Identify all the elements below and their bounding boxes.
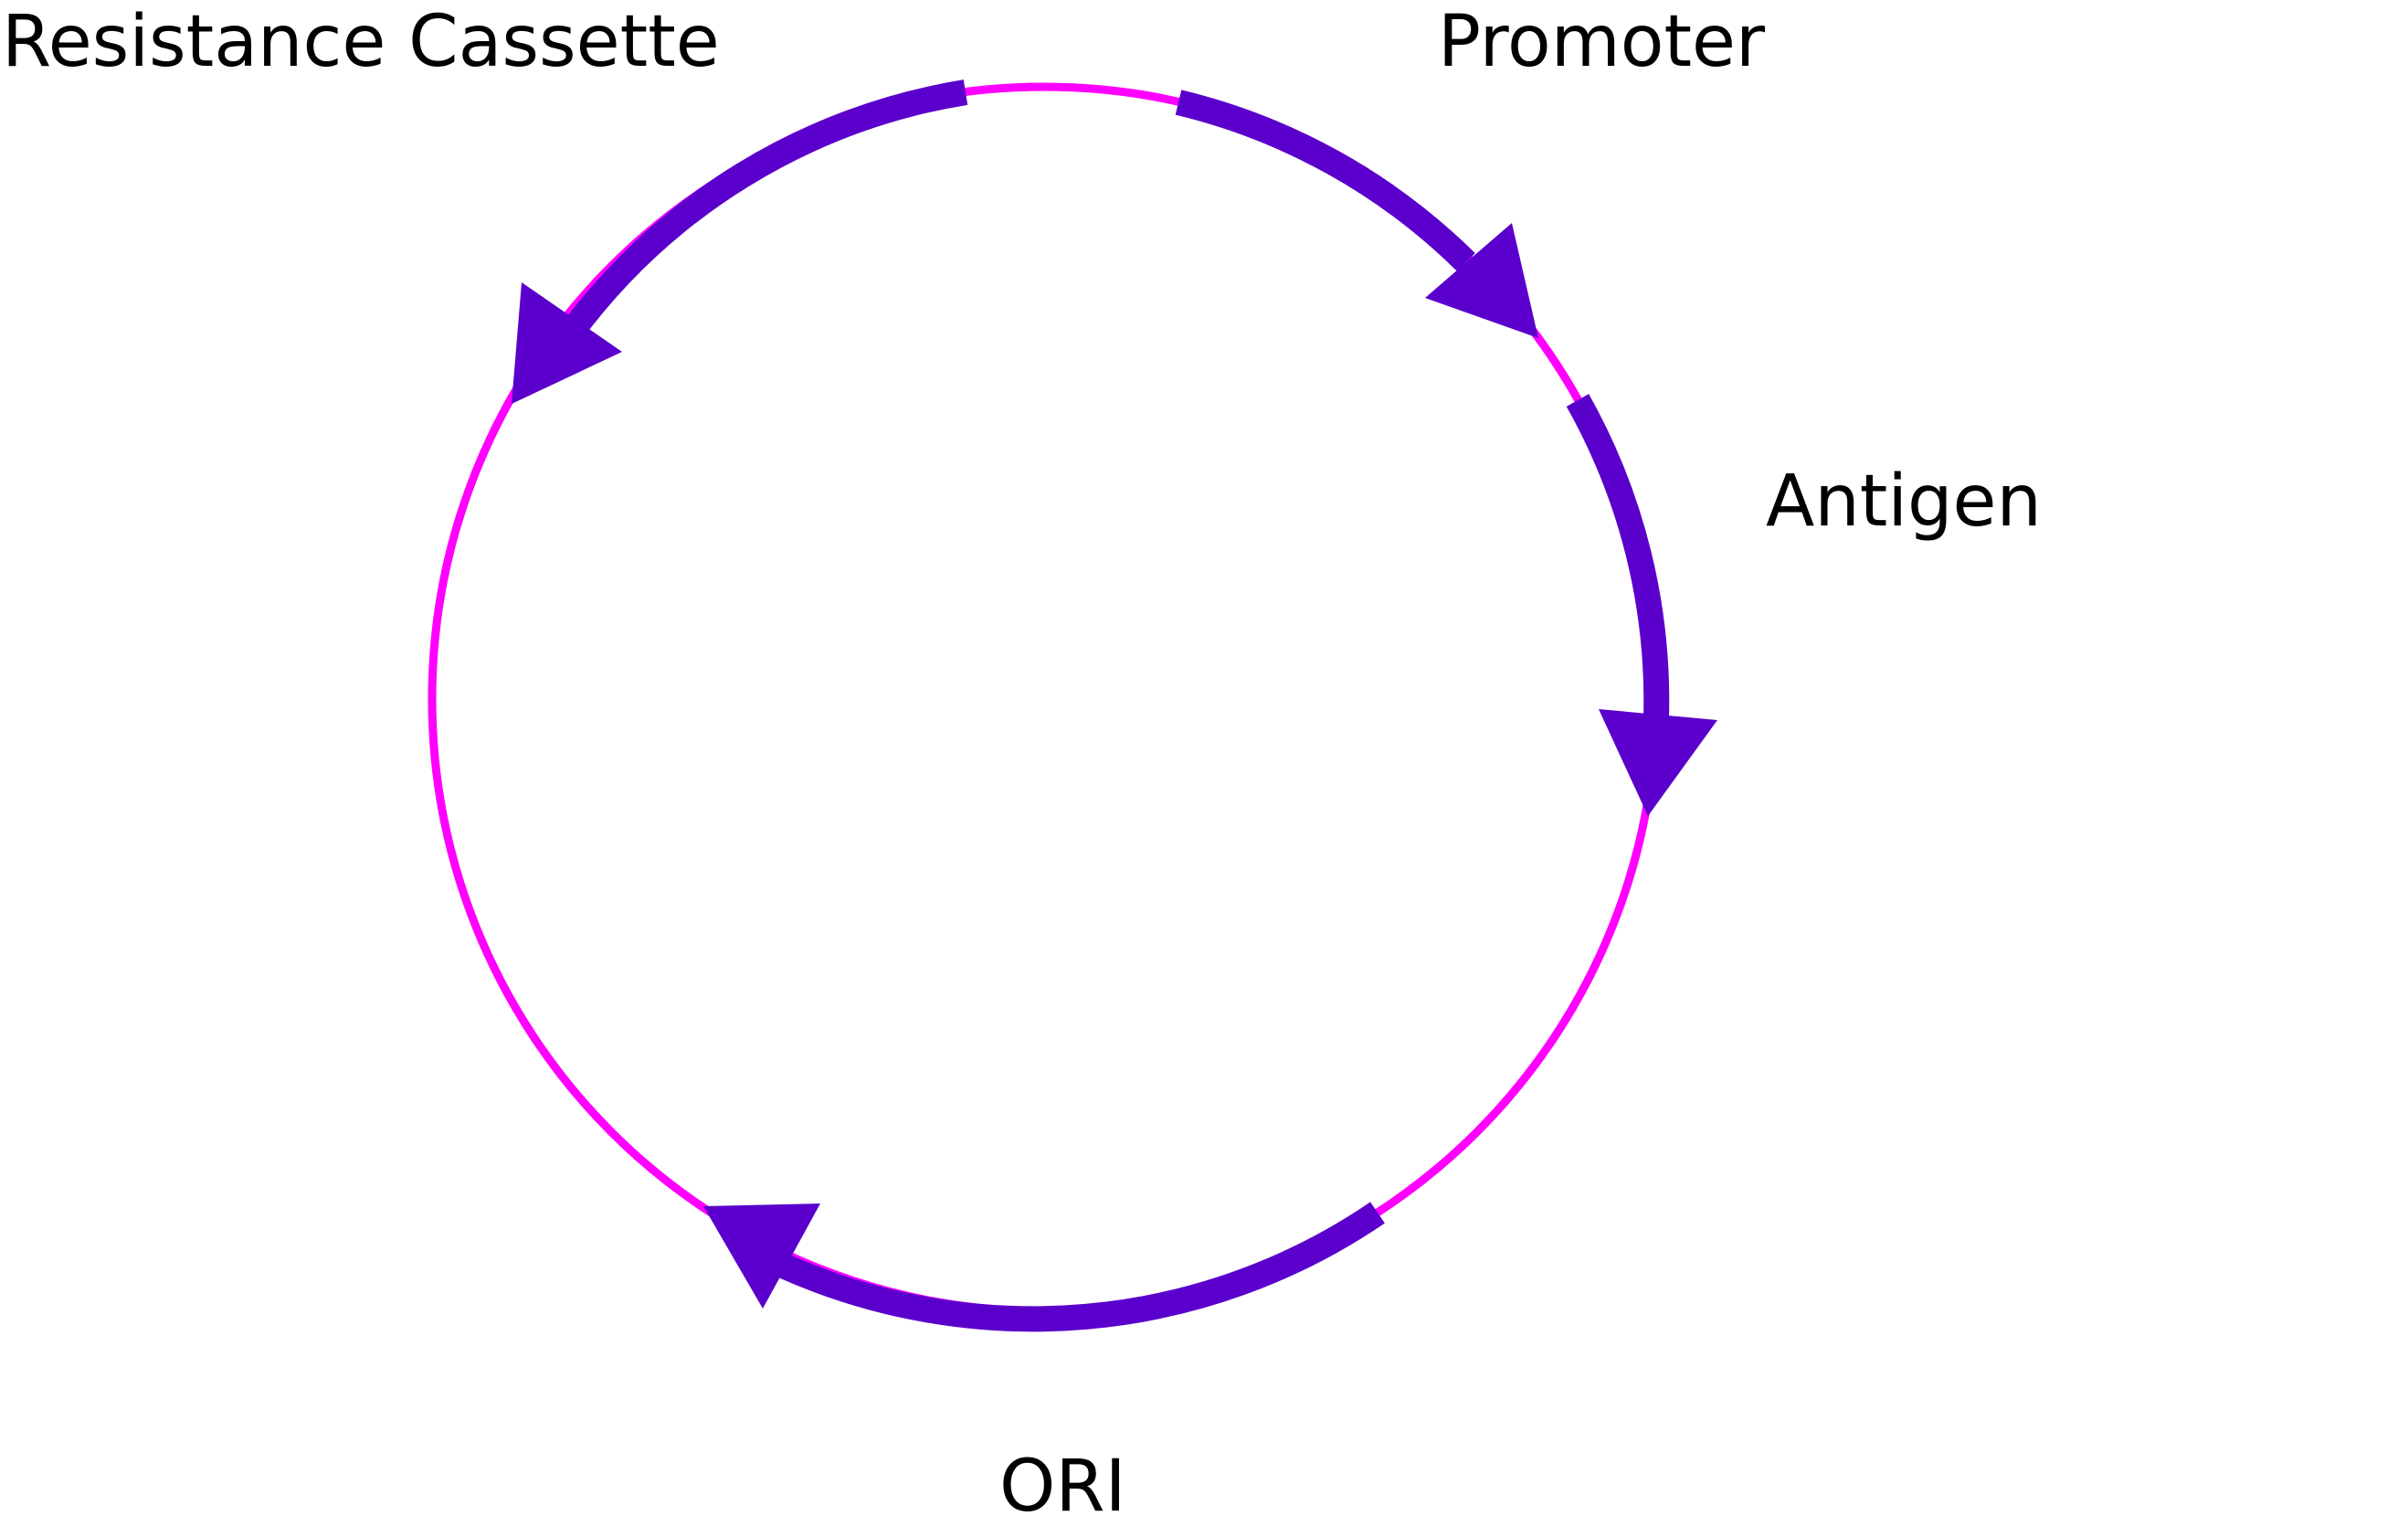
- antigen-arrowhead: [1599, 709, 1717, 816]
- resistance-cassette-label: Resistance Cassette: [2, 1, 720, 83]
- ori-arrowhead: [703, 1203, 820, 1309]
- ori-label: ORI: [999, 1446, 1126, 1516]
- feature-antigen: Antigen: [1566, 394, 2042, 816]
- resistance-cassette-arc: [558, 80, 968, 344]
- promoter-label: Promoter: [1438, 1, 1766, 83]
- feature-ori: ORI: [703, 1202, 1385, 1516]
- feature-promoter: Promoter: [1175, 1, 1766, 338]
- antigen-label: Antigen: [1766, 461, 2042, 543]
- resistance-cassette-arrowhead: [512, 282, 622, 404]
- ori-arc: [776, 1202, 1385, 1332]
- promoter-arc: [1175, 90, 1475, 271]
- feature-resistance-cassette: Resistance Cassette: [2, 1, 968, 404]
- promoter-arrowhead: [1425, 223, 1538, 338]
- antigen-arc: [1566, 394, 1670, 719]
